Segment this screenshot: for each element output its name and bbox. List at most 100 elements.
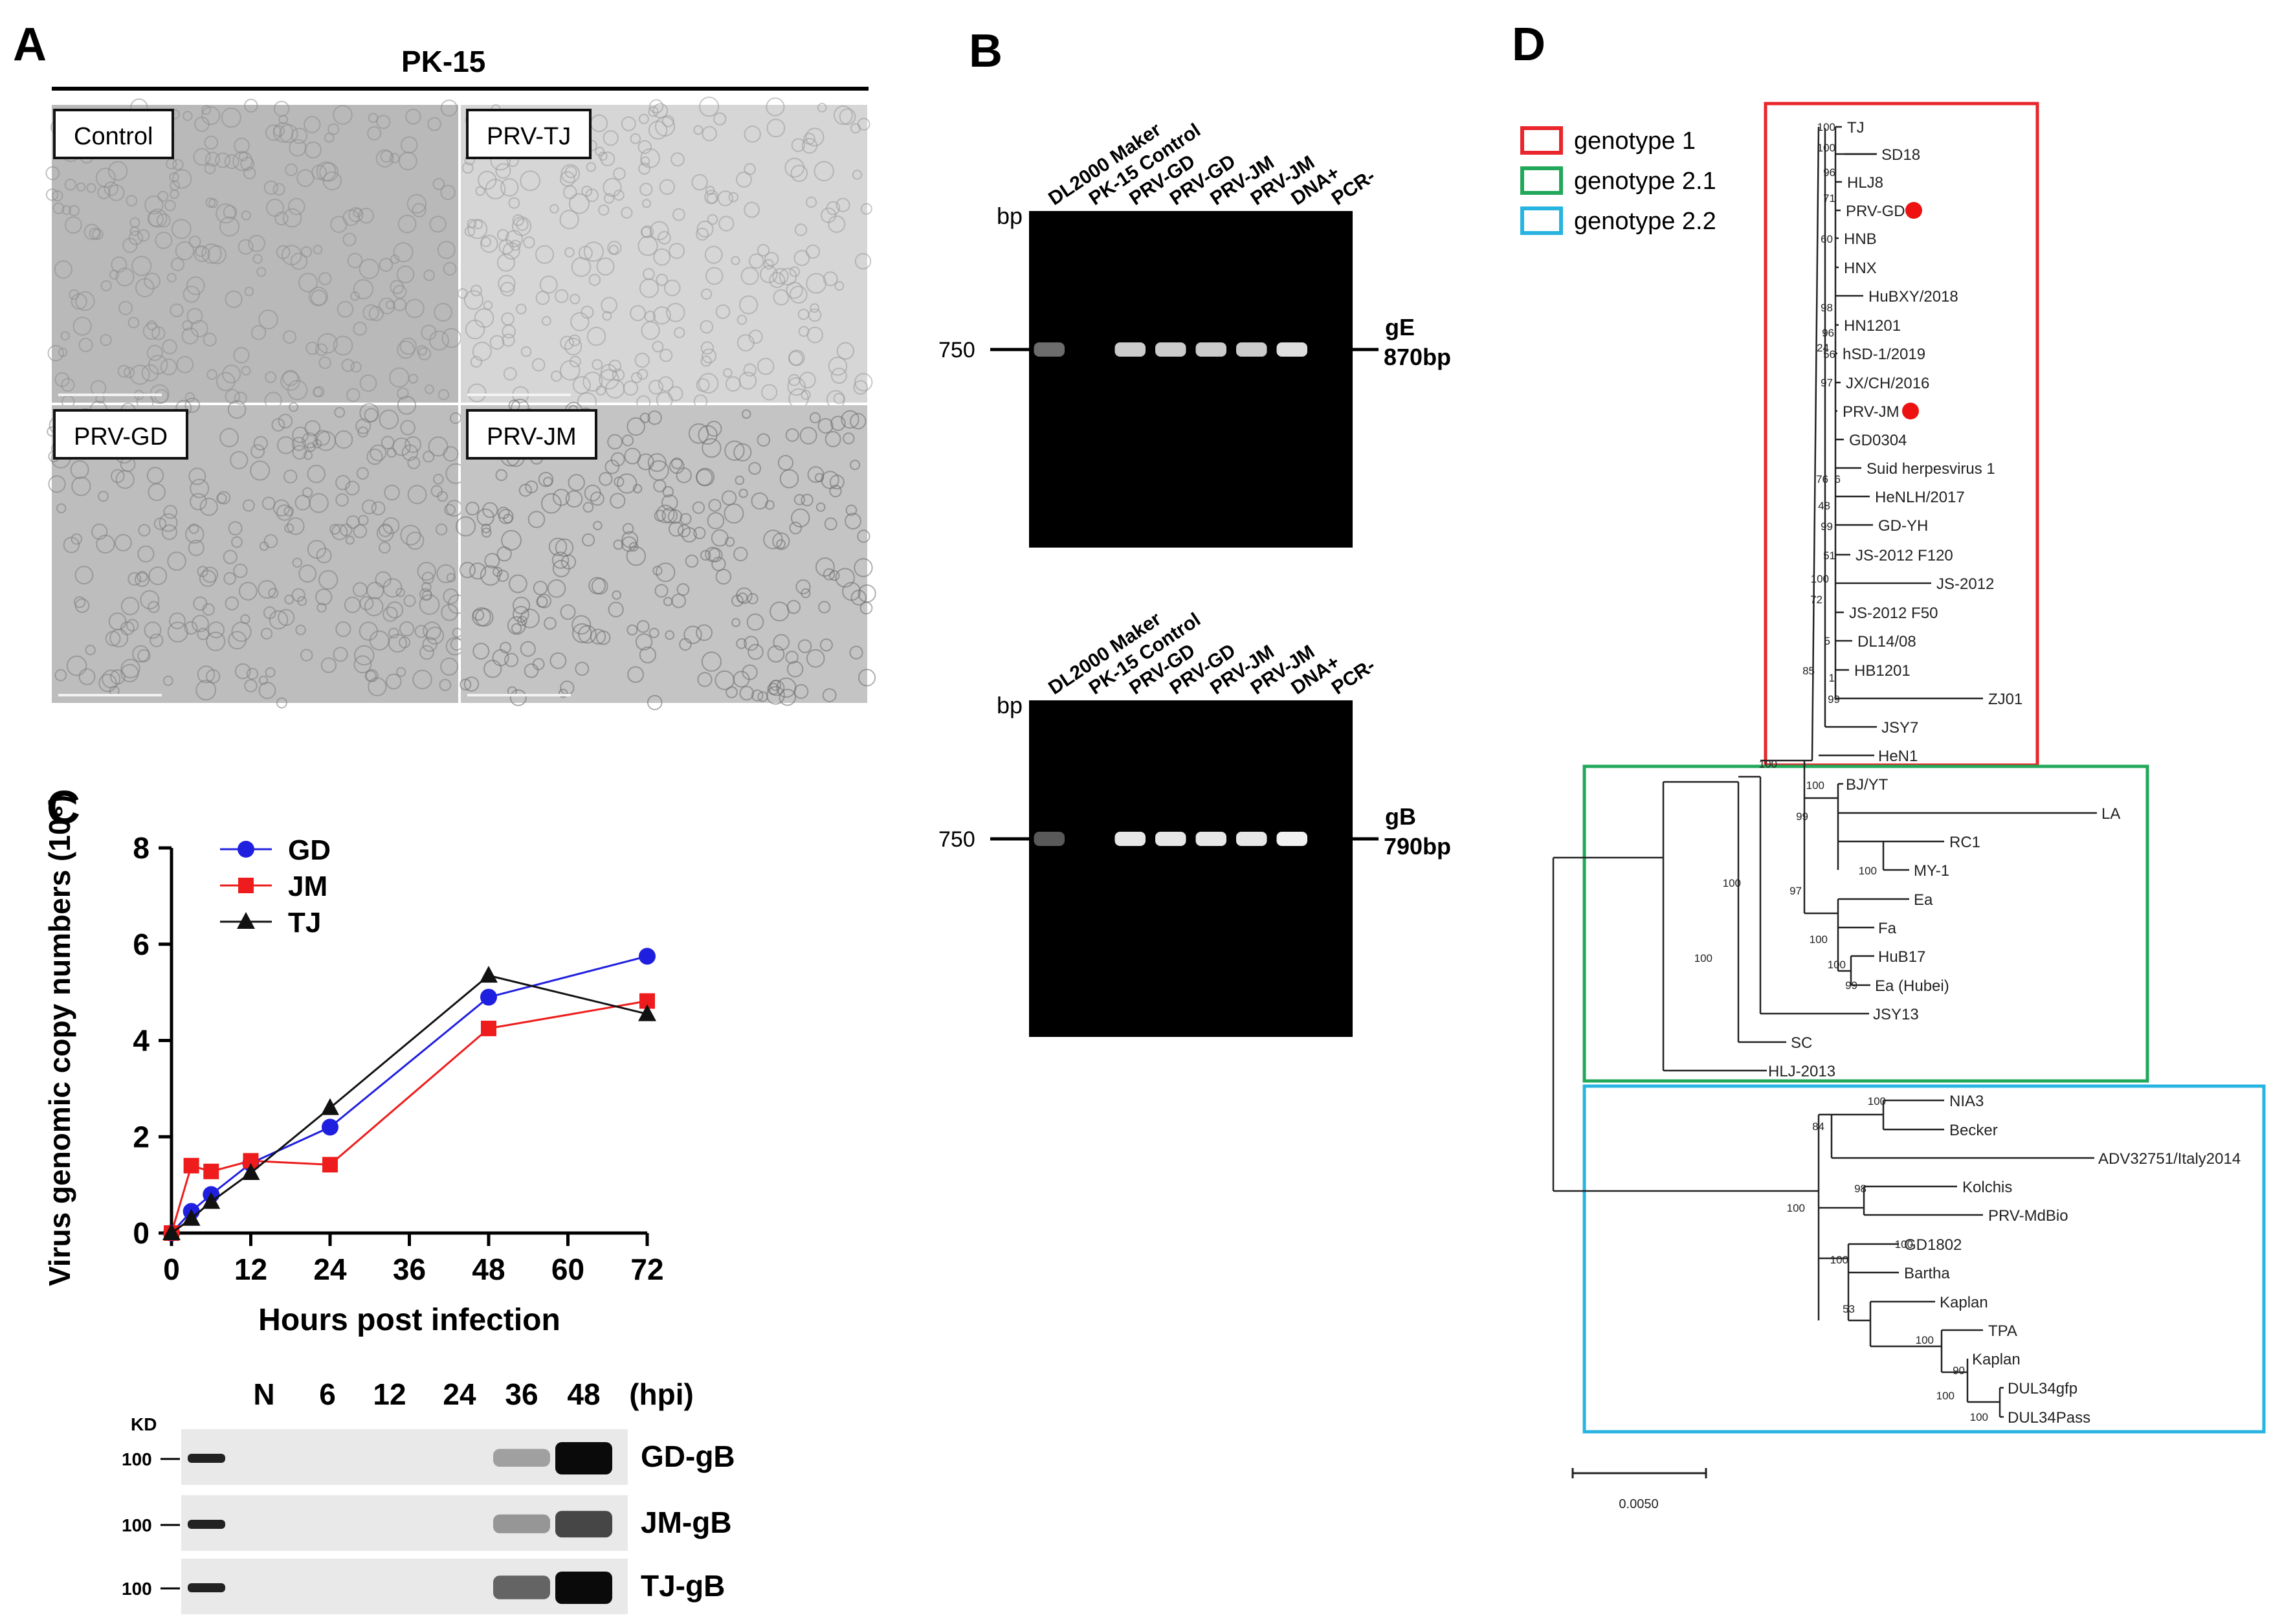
micrograph-label: PRV-JM xyxy=(466,409,597,460)
leaf-label: SD18 xyxy=(1881,146,1920,164)
panel-label-d: D xyxy=(1512,19,1545,71)
bootstrap-value: 100 xyxy=(1895,1238,1913,1251)
bootstrap-value: 100 xyxy=(1859,865,1877,877)
data-point xyxy=(321,1098,339,1115)
legend-label: GD xyxy=(288,834,331,866)
micrograph-label: Control xyxy=(53,109,174,159)
leaf-label: GD0304 xyxy=(1849,432,1907,449)
protein-band xyxy=(493,1575,550,1599)
tree-leaf: HeNLH/2017 xyxy=(1875,489,1965,506)
bootstrap-value: 100 xyxy=(1759,758,1777,770)
legend-label: genotype 1 xyxy=(1574,128,1696,155)
tree-leaf: Suid herpesvirus 1 xyxy=(1867,460,1995,478)
bootstrap-value: 56 xyxy=(1823,348,1835,361)
gel-band xyxy=(1276,342,1307,357)
bootstrap-value: 99 xyxy=(1845,979,1857,992)
leaf-label: HB1201 xyxy=(1854,662,1911,680)
lane-label: 48 xyxy=(567,1377,600,1411)
leaf-label: SC xyxy=(1791,1034,1812,1052)
data-point xyxy=(639,948,656,965)
gel-band xyxy=(1236,342,1267,357)
tree-leaf: SD18 xyxy=(1881,146,1920,164)
micrograph-label: PRV-GD xyxy=(53,409,189,460)
tree-leaf: HNB xyxy=(1844,230,1877,248)
data-point xyxy=(162,1223,181,1240)
marker-label: 100 xyxy=(122,1449,152,1469)
protein-band xyxy=(555,1442,612,1474)
bootstrap-value: 100 xyxy=(1811,573,1829,585)
gene-label: gE xyxy=(1385,314,1415,340)
tree-leaf: JSY7 xyxy=(1881,719,1918,737)
bootstrap-value: 100 xyxy=(1787,1202,1805,1214)
series-jm: JM xyxy=(164,871,655,1241)
bootstrap-value: 24 xyxy=(1817,342,1829,354)
data-point xyxy=(322,1118,338,1136)
gel-background xyxy=(1029,700,1353,1037)
bp-label: bp xyxy=(997,203,1023,229)
series-tj: TJ xyxy=(162,907,656,1240)
ladder-band xyxy=(188,1520,225,1529)
tree-leaf: HN1201 xyxy=(1844,317,1901,335)
bp-label: bp xyxy=(997,692,1023,718)
leaf-label: JSY7 xyxy=(1881,719,1918,737)
leaf-label: Kolchis xyxy=(1962,1179,2012,1196)
product-size-label: 790bp xyxy=(1384,833,1451,860)
leaf-label: hSD-1/2019 xyxy=(1843,346,1925,363)
tree-leaf: NIA3 xyxy=(1949,1093,1984,1110)
highlight-marker xyxy=(1905,202,1922,219)
genotype-2-2-box xyxy=(1582,1084,2266,1434)
tree-leaf: JS-2012 xyxy=(1936,575,1994,593)
ladder-band xyxy=(188,1454,225,1463)
bootstrap-value: 100 xyxy=(1723,877,1741,889)
gel-background xyxy=(1029,211,1353,548)
bootstrap-value: 100 xyxy=(1916,1334,1934,1346)
tree-leaf: JS-2012 F50 xyxy=(1849,605,1938,622)
x-tick-label: 24 xyxy=(313,1252,347,1286)
bootstrap-value: 99 xyxy=(1821,520,1833,533)
y-tick-label: 6 xyxy=(133,928,150,961)
tree-leaf: hSD-1/2019 xyxy=(1843,346,1925,363)
tree-leaf: HNX xyxy=(1844,260,1877,277)
gel-band xyxy=(1034,832,1065,846)
legend-label: TJ xyxy=(288,907,321,939)
gel-band xyxy=(1236,832,1267,846)
bootstrap-value: 100 xyxy=(1828,959,1846,971)
tree-leaf: TPA xyxy=(1988,1322,2017,1340)
leaf-label: Ea xyxy=(1914,891,1933,909)
leaf-label: HuB17 xyxy=(1878,948,1925,966)
leaf-label: DUL34Pass xyxy=(2008,1409,2090,1427)
bootstrap-value: 90 xyxy=(1953,1364,1965,1377)
bootstrap-value: 100 xyxy=(1817,142,1835,154)
leaf-label: PRV-GD xyxy=(1846,203,1905,220)
lane-label: 36 xyxy=(505,1377,538,1411)
leaf-label: JX/CH/2016 xyxy=(1846,375,1929,392)
leaf-label: Fa xyxy=(1878,920,1897,937)
leaf-label: Kaplan xyxy=(1972,1351,2021,1368)
y-tick-label: 8 xyxy=(133,831,150,865)
marker-label: 100 xyxy=(122,1579,152,1599)
bootstrap-value: 100 xyxy=(1868,1095,1886,1107)
row-label: GD-gB xyxy=(641,1440,735,1473)
tree-leaf: Kolchis xyxy=(1962,1179,2012,1196)
micrograph-prv-tj: PRV-TJ xyxy=(457,96,873,412)
tree-leaf: Bartha xyxy=(1904,1265,1950,1282)
x-tick-label: 72 xyxy=(630,1252,663,1286)
scale-bar xyxy=(467,694,571,696)
leaf-label: JS-2012 F50 xyxy=(1849,605,1938,622)
legend-swatch xyxy=(1520,166,1563,195)
bootstrap-value: 98 xyxy=(1821,302,1833,314)
lane-label: N xyxy=(253,1377,274,1411)
x-tick-label: 12 xyxy=(234,1252,267,1286)
bootstrap-value: 5 xyxy=(1824,635,1830,647)
gel-band xyxy=(1114,832,1146,846)
data-point xyxy=(183,1157,199,1174)
leaf-label: BJ/YT xyxy=(1846,776,1889,794)
legend-marker xyxy=(238,878,254,893)
leaf-label: JS-2012 xyxy=(1936,575,1994,593)
tree-leaf: Ea xyxy=(1914,891,1933,909)
